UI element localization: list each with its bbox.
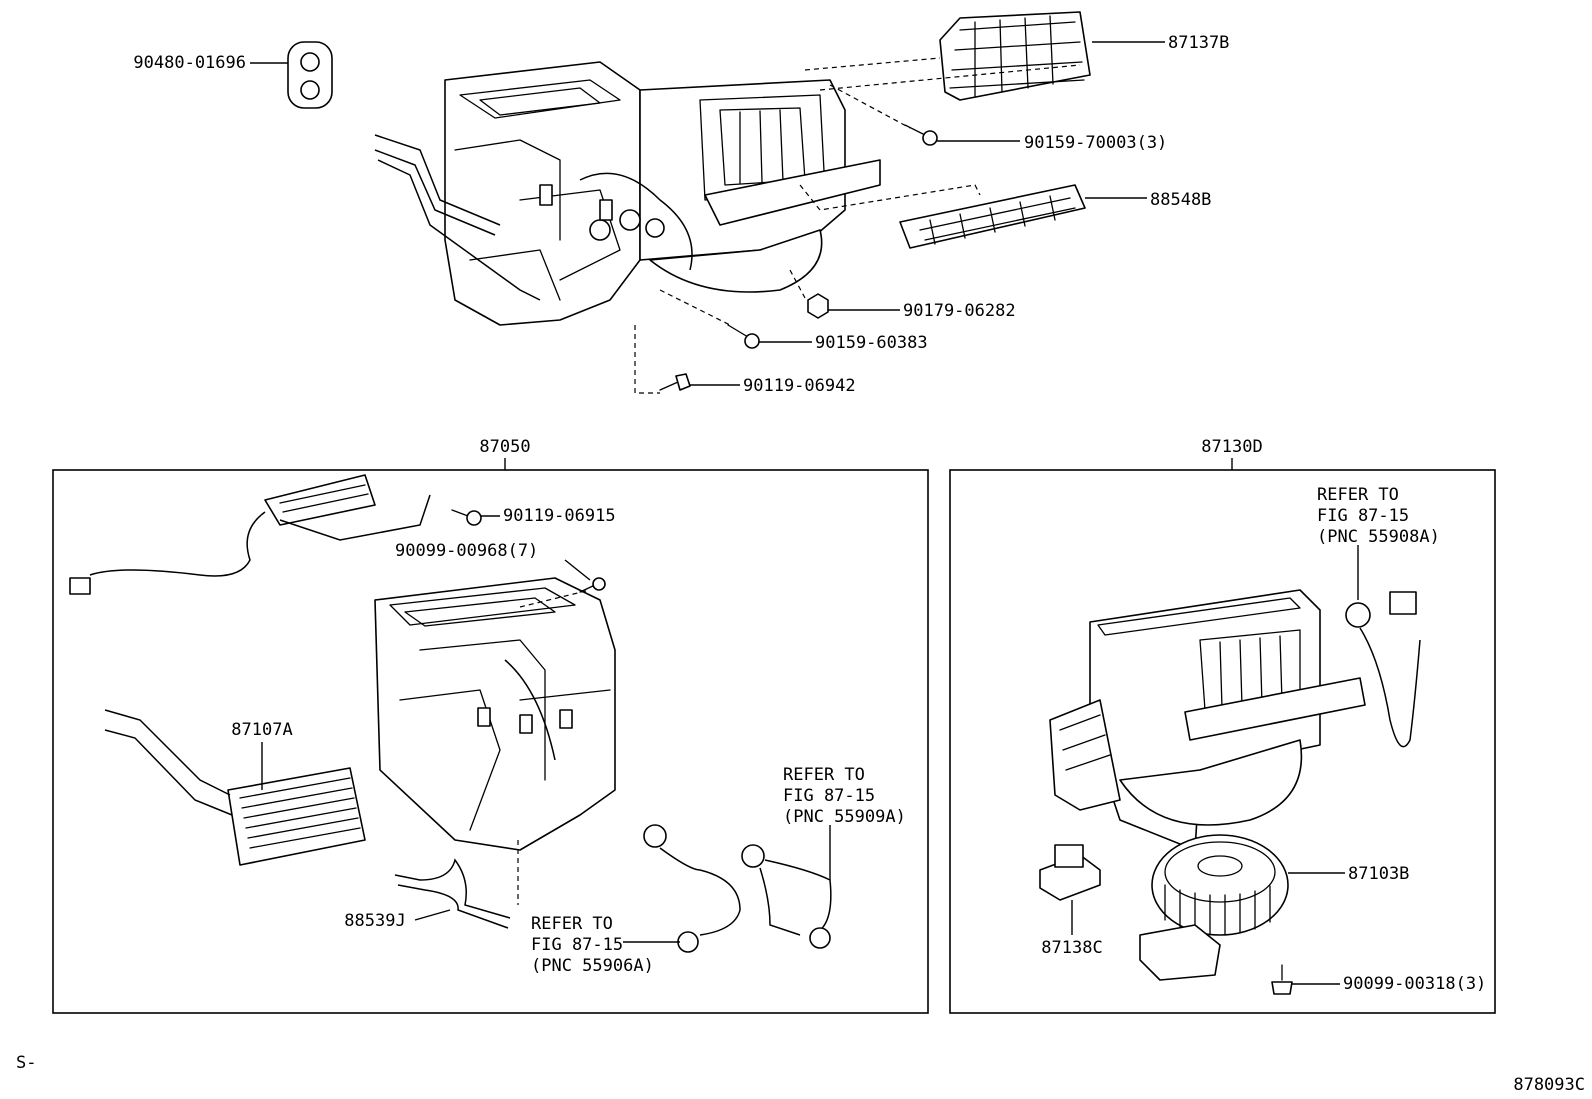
figure-id: 878093C bbox=[1513, 1075, 1585, 1095]
label-87138C: 87138C bbox=[1041, 938, 1102, 958]
sensor-harness-55908A-drawing bbox=[1345, 591, 1421, 748]
refer-note-55906A-line2: FIG 87-15 bbox=[531, 935, 623, 955]
label-87107A: 87107A bbox=[231, 720, 292, 740]
screw-90159-60383-icon bbox=[727, 324, 760, 349]
label-87050: 87050 bbox=[479, 437, 530, 457]
refer-note-55908A-line1: REFER TO bbox=[1317, 485, 1399, 505]
refer-note-55909A-line3: (PNC 55909A) bbox=[783, 807, 906, 827]
bolt-90119-06915-icon bbox=[451, 509, 482, 526]
label-90099-00968: 90099-00968(7) bbox=[395, 541, 538, 561]
label-90159-60383: 90159-60383 bbox=[815, 333, 928, 353]
refer-note-55906A-line3: (PNC 55906A) bbox=[531, 956, 654, 976]
heater-blower-assembly-drawing bbox=[374, 61, 881, 326]
drain-hose-drawing bbox=[394, 858, 511, 929]
group-box-87130D bbox=[949, 469, 1496, 1014]
heater-pipe-drawing bbox=[69, 474, 431, 595]
label-87130D: 87130D bbox=[1201, 437, 1262, 457]
blower-resistor-drawing bbox=[1039, 844, 1101, 901]
screw-90099-00318-icon bbox=[1271, 964, 1293, 995]
filter-cover-drawing bbox=[939, 11, 1091, 101]
label-88539J: 88539J bbox=[344, 911, 405, 931]
refer-note-55908A-line2: FIG 87-15 bbox=[1317, 506, 1409, 526]
refer-note-55909A-line1: REFER TO bbox=[783, 765, 865, 785]
screw-90099-00968-icon bbox=[579, 577, 606, 593]
nut-90179-06282-icon bbox=[807, 293, 829, 319]
sensor-harness-55909A-drawing bbox=[741, 844, 832, 949]
screw-90159-70003-icon bbox=[904, 124, 938, 146]
label-90159-70003: 90159-70003(3) bbox=[1024, 133, 1167, 153]
refer-note-55909A-line2: FIG 87-15 bbox=[783, 786, 875, 806]
label-90119-06942: 90119-06942 bbox=[743, 376, 856, 396]
group-box-87050 bbox=[52, 469, 929, 1014]
sensor-harness-55906A-drawing bbox=[643, 824, 741, 953]
bolt-90119-06942-icon bbox=[659, 373, 691, 391]
blower-case-drawing bbox=[1049, 589, 1366, 851]
label-90179-06282: 90179-06282 bbox=[903, 301, 1016, 321]
label-88548B: 88548B bbox=[1150, 190, 1211, 210]
air-filter-drawing bbox=[899, 184, 1086, 249]
label-87137B: 87137B bbox=[1168, 33, 1229, 53]
label-90119-06915: 90119-06915 bbox=[503, 506, 616, 526]
heater-core-drawing bbox=[104, 709, 366, 866]
heater-unit-drawing bbox=[374, 577, 616, 851]
blower-motor-drawing bbox=[1139, 834, 1289, 981]
label-90099-00318: 90099-00318(3) bbox=[1343, 974, 1486, 994]
refer-note-55908A-line3: (PNC 55908A) bbox=[1317, 527, 1440, 547]
grommet-drawing bbox=[287, 41, 333, 109]
footer-left-code: S- bbox=[16, 1053, 36, 1073]
refer-note-55906A-line1: REFER TO bbox=[531, 914, 613, 934]
label-87103B: 87103B bbox=[1348, 864, 1409, 884]
label-90480-01696: 90480-01696 bbox=[133, 53, 246, 73]
